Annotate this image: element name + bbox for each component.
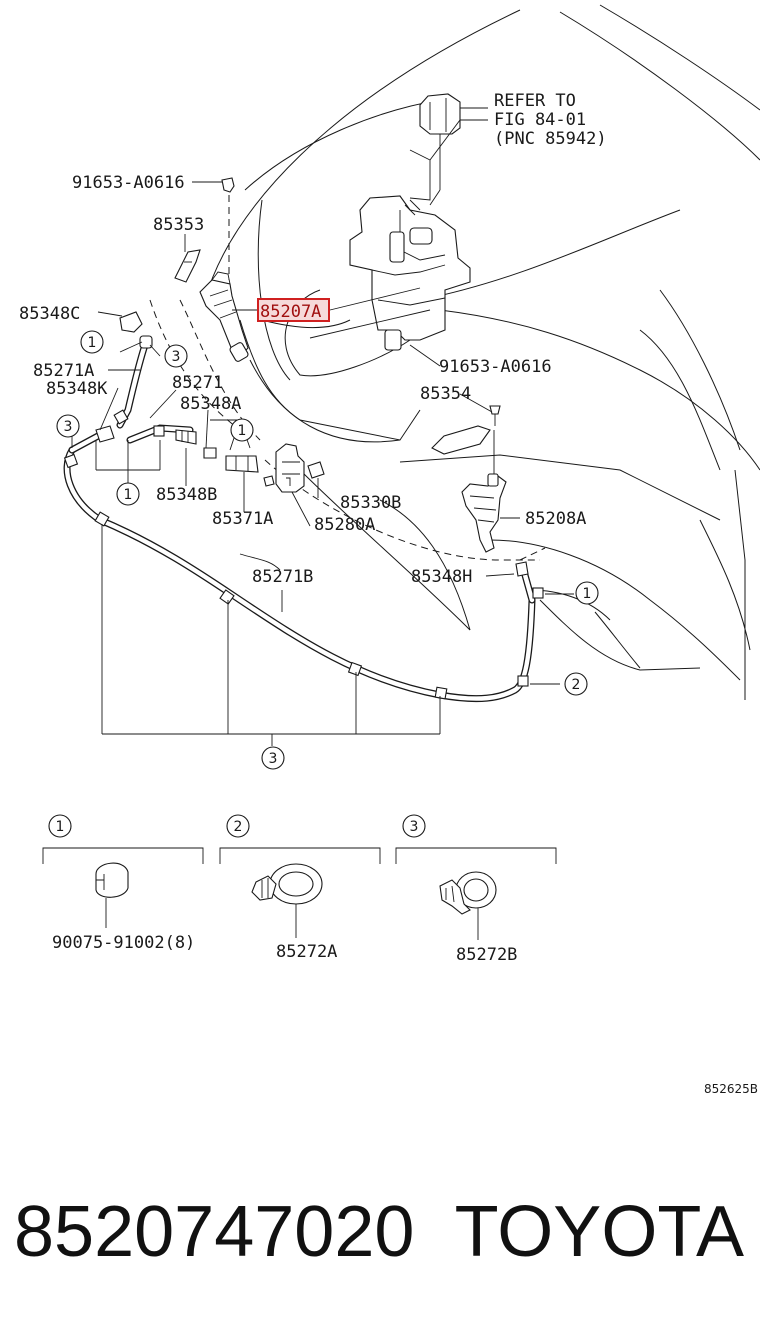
clip-90075-icon (95, 862, 129, 928)
callout-2-a: 2 (564, 672, 588, 696)
callout-3-c: 3 (261, 746, 285, 770)
label-85271: 85271 (172, 373, 223, 393)
svg-text:1: 1 (583, 586, 592, 602)
washer-nozzle-right (461, 430, 507, 553)
cover-85354 (431, 425, 491, 455)
label-85208A: 85208A (525, 509, 586, 529)
svg-text:1: 1 (88, 335, 97, 351)
hose-short-left (68, 432, 102, 454)
hose-85271A (116, 341, 149, 429)
drawing-code: 852625B (704, 1082, 758, 1096)
brand-name: TOYOTA (455, 1192, 744, 1272)
hose-clamps (63, 335, 544, 700)
svg-text:1: 1 (56, 819, 65, 835)
svg-text:2: 2 (572, 677, 581, 693)
reservoir-cap (419, 93, 488, 135)
washer-nozzle-left (199, 271, 249, 362)
washer-tank (349, 125, 471, 351)
svg-text:1: 1 (124, 487, 133, 503)
screw-right (489, 405, 501, 426)
label-85354: 85354 (420, 384, 471, 404)
part-number: 8520747020 (14, 1192, 414, 1272)
svg-text:3: 3 (172, 349, 181, 365)
label-85271A: 85271A (33, 361, 94, 381)
svg-text:3: 3 (64, 419, 73, 435)
hose-right-short (521, 571, 536, 604)
clamp-85272B-icon (439, 871, 497, 940)
svg-text:3: 3 (269, 751, 278, 767)
label-91653-right: 91653-A0616 (439, 357, 552, 377)
label-refer-line2: FIG 84-01 (494, 110, 586, 130)
label-refer-line1: REFER TO (494, 91, 576, 111)
fittings (95, 311, 529, 577)
vehicle-body-outline (149, 4, 760, 700)
label-85348A: 85348A (180, 394, 241, 414)
screw-top (221, 177, 235, 280)
clamp-legend: 1 90075-91002(8) 2 85272A (42, 814, 557, 965)
legend-item-3: 3 85272B (395, 814, 557, 965)
legend-item-1: 1 90075-91002(8) (42, 814, 204, 953)
label-90075: 90075-91002(8) (52, 933, 195, 953)
label-85272A: 85272A (276, 942, 337, 962)
label-85348H: 85348H (411, 567, 472, 587)
callout-1-c: 1 (116, 482, 140, 506)
label-85348C: 85348C (19, 304, 80, 324)
callout-1-a: 1 (80, 330, 104, 354)
label-85280A: 85280A (314, 515, 375, 535)
label-85330B: 85330B (340, 493, 401, 513)
callout-1-b: 1 (230, 418, 254, 442)
label-85353: 85353 (153, 215, 204, 235)
leader-lines (71, 119, 574, 746)
callout-3-a: 3 (164, 344, 188, 368)
cover-85353 (174, 249, 201, 283)
svg-text:3: 3 (410, 819, 419, 835)
label-85348B: 85348B (156, 485, 217, 505)
label-85371A: 85371A (212, 509, 273, 529)
callout-3-b: 3 (56, 414, 80, 438)
label-85271B: 85271B (252, 567, 313, 587)
label-85348K: 85348K (46, 379, 108, 399)
clamp-85272A-icon (251, 863, 323, 938)
legend-item-2: 2 85272A (219, 814, 381, 962)
callout-1-d: 1 (575, 581, 599, 605)
label-85272B: 85272B (456, 945, 517, 965)
svg-text:1: 1 (238, 423, 247, 439)
callout-circles: 1 3 3 1 1 1 2 3 (56, 330, 599, 770)
svg-text:2: 2 (234, 819, 243, 835)
label-85207A[interactable]: 85207A (260, 302, 321, 322)
washer-pump (275, 443, 305, 493)
label-refer-line3: (PNC 85942) (494, 129, 607, 149)
part-labels: REFER TO FIG 84-01 (PNC 85942) 91653-A06… (19, 91, 607, 587)
label-91653-top: 91653-A0616 (72, 173, 185, 193)
highlight-box-85207A (257, 298, 330, 322)
